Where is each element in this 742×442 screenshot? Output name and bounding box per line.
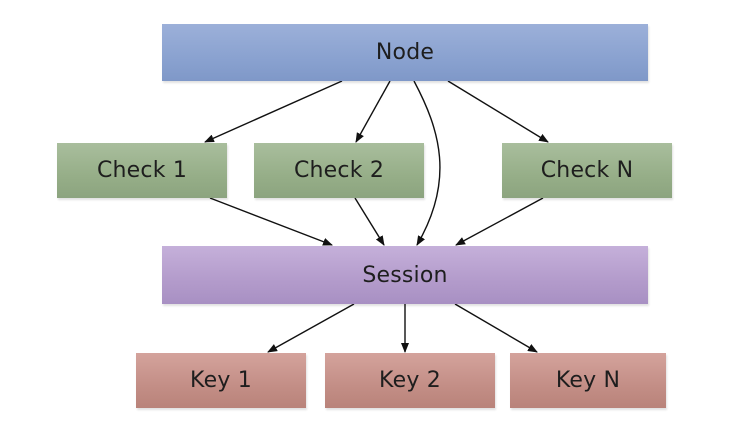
key-1-box: Key 1	[136, 353, 306, 408]
node-label: Node	[375, 40, 435, 65]
session-label: Session	[362, 262, 448, 288]
node-box: Node	[162, 24, 648, 81]
check-1-label: Check 1	[96, 158, 188, 183]
key-1-label: Key 1	[190, 368, 252, 393]
edge-node-to-session	[413, 80, 441, 246]
edge-session-to-key-1	[267, 303, 355, 353]
edge-node-to-check-1	[204, 80, 343, 143]
edge-check-n-to-session	[455, 197, 544, 246]
session-box: Session	[162, 246, 648, 304]
check-2-box: Check 2	[254, 143, 424, 198]
check-n-box: Check N	[502, 143, 672, 198]
edge-check-1-to-session	[209, 197, 333, 246]
check-n-label: Check N	[540, 158, 634, 183]
edge-session-to-key-n	[454, 303, 538, 353]
check-1-box: Check 1	[57, 143, 227, 198]
key-2-label: Key 2	[379, 368, 441, 393]
check-2-label: Check 2	[293, 158, 385, 183]
key-2-box: Key 2	[325, 353, 495, 408]
edge-node-to-check-2	[355, 80, 391, 143]
key-n-box: Key N	[510, 353, 666, 408]
edge-check-2-to-session	[354, 197, 385, 246]
edge-node-to-check-n	[447, 80, 549, 143]
key-n-label: Key N	[555, 368, 621, 393]
